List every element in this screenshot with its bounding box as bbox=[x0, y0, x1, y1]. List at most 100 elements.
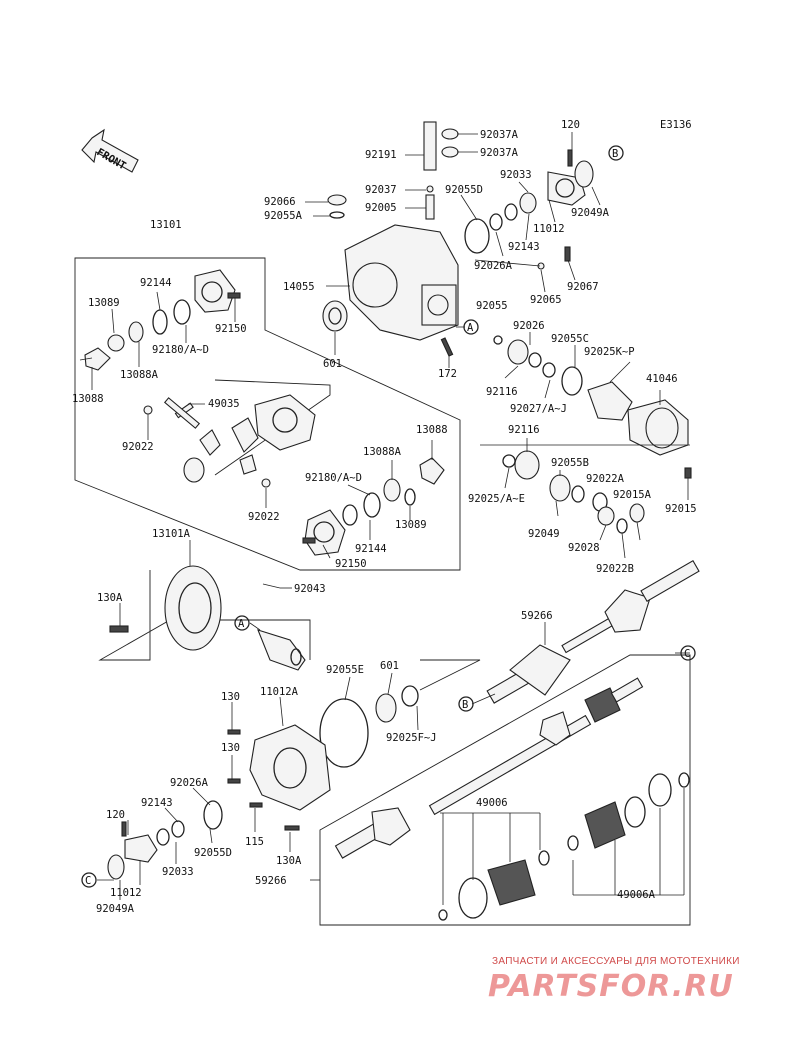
part-label-92033-top: 92033 bbox=[500, 169, 532, 181]
boot-49006A bbox=[567, 772, 690, 851]
part-label-92180-mid: 92180/A~D bbox=[305, 472, 362, 484]
bearing-cover-41046 bbox=[587, 381, 689, 456]
part-label-92055: 92055 bbox=[476, 300, 508, 312]
part-label-92022A: 92022A bbox=[586, 473, 625, 485]
part-label-130-1: 130 bbox=[221, 691, 240, 703]
part-label-92150-mid: 92150 bbox=[335, 558, 367, 570]
axle-59266-top bbox=[486, 560, 700, 704]
part-label-92026A-top: 92026A bbox=[474, 260, 513, 272]
cv-joint-c bbox=[584, 677, 644, 723]
drive-shaft-92191 bbox=[423, 121, 437, 220]
part-label-92015A: 92015A bbox=[613, 489, 652, 501]
part-label-92033-bottom: 92033 bbox=[162, 866, 194, 878]
watermark-caption: ЗАПЧАСТИ И АКСЕССУАРЫ ДЛЯ МОТОТЕХНИКИ bbox=[492, 956, 740, 967]
sheet-code: E3136 bbox=[660, 119, 692, 131]
part-label-92065: 92065 bbox=[530, 294, 562, 306]
differential-right-parts bbox=[302, 457, 445, 556]
seal-601-bottom bbox=[319, 685, 419, 768]
callout-c-2: C bbox=[85, 875, 91, 887]
part-label-92028: 92028 bbox=[568, 542, 600, 554]
part-label-11012A: 11012A bbox=[260, 686, 299, 698]
callout-c-1: C bbox=[684, 648, 690, 660]
part-label-92022-mid: 92022 bbox=[248, 511, 280, 523]
part-label-92037A-1: 92037A bbox=[480, 129, 519, 141]
part-label-92043: 92043 bbox=[294, 583, 326, 595]
part-labels: E3136 92037A 92037A 120 92191 92037 9205… bbox=[72, 119, 697, 915]
ring-gear-13101A bbox=[109, 565, 306, 671]
part-label-92027AJ: 92027/A~J bbox=[510, 403, 567, 415]
part-label-13088-left: 13088 bbox=[72, 393, 104, 405]
part-label-92055E: 92055E bbox=[326, 664, 364, 676]
bolt-172 bbox=[440, 337, 454, 357]
callout-a-1: A bbox=[467, 322, 474, 334]
part-label-41046: 41046 bbox=[646, 373, 678, 385]
part-label-92037A-2: 92037A bbox=[480, 147, 519, 159]
pinion-seal-stack bbox=[493, 335, 583, 396]
part-label-92055A: 92055A bbox=[264, 210, 303, 222]
part-label-92055D-top: 92055D bbox=[445, 184, 483, 196]
part-label-49035: 49035 bbox=[208, 398, 240, 410]
part-label-13101A: 13101A bbox=[152, 528, 191, 540]
part-label-92143-top: 92143 bbox=[508, 241, 540, 253]
lower-left-stack bbox=[107, 800, 223, 880]
callout-b-2: B bbox=[462, 699, 468, 711]
seal-601 bbox=[322, 300, 348, 332]
part-label-11012-top: 11012 bbox=[533, 223, 565, 235]
lower-right-seal-stack bbox=[502, 450, 692, 534]
part-label-92191: 92191 bbox=[365, 149, 397, 161]
part-label-92026A-bottom: 92026A bbox=[170, 777, 209, 789]
leader-lines bbox=[79, 132, 690, 905]
part-label-92025FJ: 92025F~J bbox=[386, 732, 437, 744]
oring-92055A bbox=[329, 211, 345, 219]
part-label-92144-top: 92144 bbox=[140, 277, 172, 289]
part-label-92150-top: 92150 bbox=[215, 323, 247, 335]
part-label-120-top: 120 bbox=[561, 119, 580, 131]
part-label-49006A: 49006A bbox=[617, 889, 656, 901]
part-label-13101: 13101 bbox=[150, 219, 182, 231]
axle-59266-bottom bbox=[334, 711, 592, 859]
part-label-92049: 92049 bbox=[528, 528, 560, 540]
part-label-92049A-bottom: 92049A bbox=[96, 903, 135, 915]
part-label-92067: 92067 bbox=[567, 281, 599, 293]
part-label-92144-mid: 92144 bbox=[355, 543, 387, 555]
part-label-14055: 14055 bbox=[283, 281, 315, 293]
part-label-92066: 92066 bbox=[264, 196, 296, 208]
part-label-13088A-top: 13088A bbox=[120, 369, 159, 381]
part-label-92037: 92037 bbox=[365, 184, 397, 196]
part-label-92143-bottom: 92143 bbox=[141, 797, 173, 809]
differential-parts bbox=[84, 269, 316, 488]
part-label-92116-mid: 92116 bbox=[508, 424, 540, 436]
part-label-59266-top: 59266 bbox=[521, 610, 553, 622]
part-label-601-top: 601 bbox=[323, 358, 342, 370]
part-label-13088A-mid: 13088A bbox=[363, 446, 402, 458]
gear-case-14055 bbox=[327, 194, 459, 341]
part-label-92055B: 92055B bbox=[551, 457, 589, 469]
part-label-115: 115 bbox=[245, 836, 264, 848]
part-label-130-2: 130 bbox=[221, 742, 240, 754]
part-label-92025KP: 92025K~P bbox=[584, 346, 635, 358]
part-label-92022-left: 92022 bbox=[122, 441, 154, 453]
boot-49006 bbox=[438, 850, 550, 921]
part-label-92005: 92005 bbox=[365, 202, 397, 214]
part-label-92055D-bottom: 92055D bbox=[194, 847, 232, 859]
part-label-59266-bottom: 59266 bbox=[255, 875, 287, 887]
part-label-601-bottom: 601 bbox=[380, 660, 399, 672]
part-label-92055C: 92055C bbox=[551, 333, 589, 345]
callouts: A A B B C C bbox=[81, 145, 696, 888]
callout-a-2: A bbox=[238, 618, 245, 630]
pinion-caps bbox=[441, 128, 459, 158]
part-label-49006: 49006 bbox=[476, 797, 508, 809]
part-label-92025AE: 92025/A~E bbox=[468, 493, 525, 505]
part-label-13088-right: 13088 bbox=[416, 424, 448, 436]
part-label-13089-top: 13089 bbox=[88, 297, 120, 309]
assembly-outlines bbox=[74, 257, 691, 926]
part-label-92015: 92015 bbox=[665, 503, 697, 515]
bearing-housing-11012-top bbox=[547, 149, 594, 206]
housing-11012A bbox=[227, 724, 331, 831]
part-label-172: 172 bbox=[438, 368, 457, 380]
part-label-11012-bottom: 11012 bbox=[110, 887, 142, 899]
watermark-logo: PARTSFOR.RU bbox=[488, 969, 734, 1004]
part-label-92180-top: 92180/A~D bbox=[152, 344, 209, 356]
part-label-92049A-top: 92049A bbox=[571, 207, 610, 219]
